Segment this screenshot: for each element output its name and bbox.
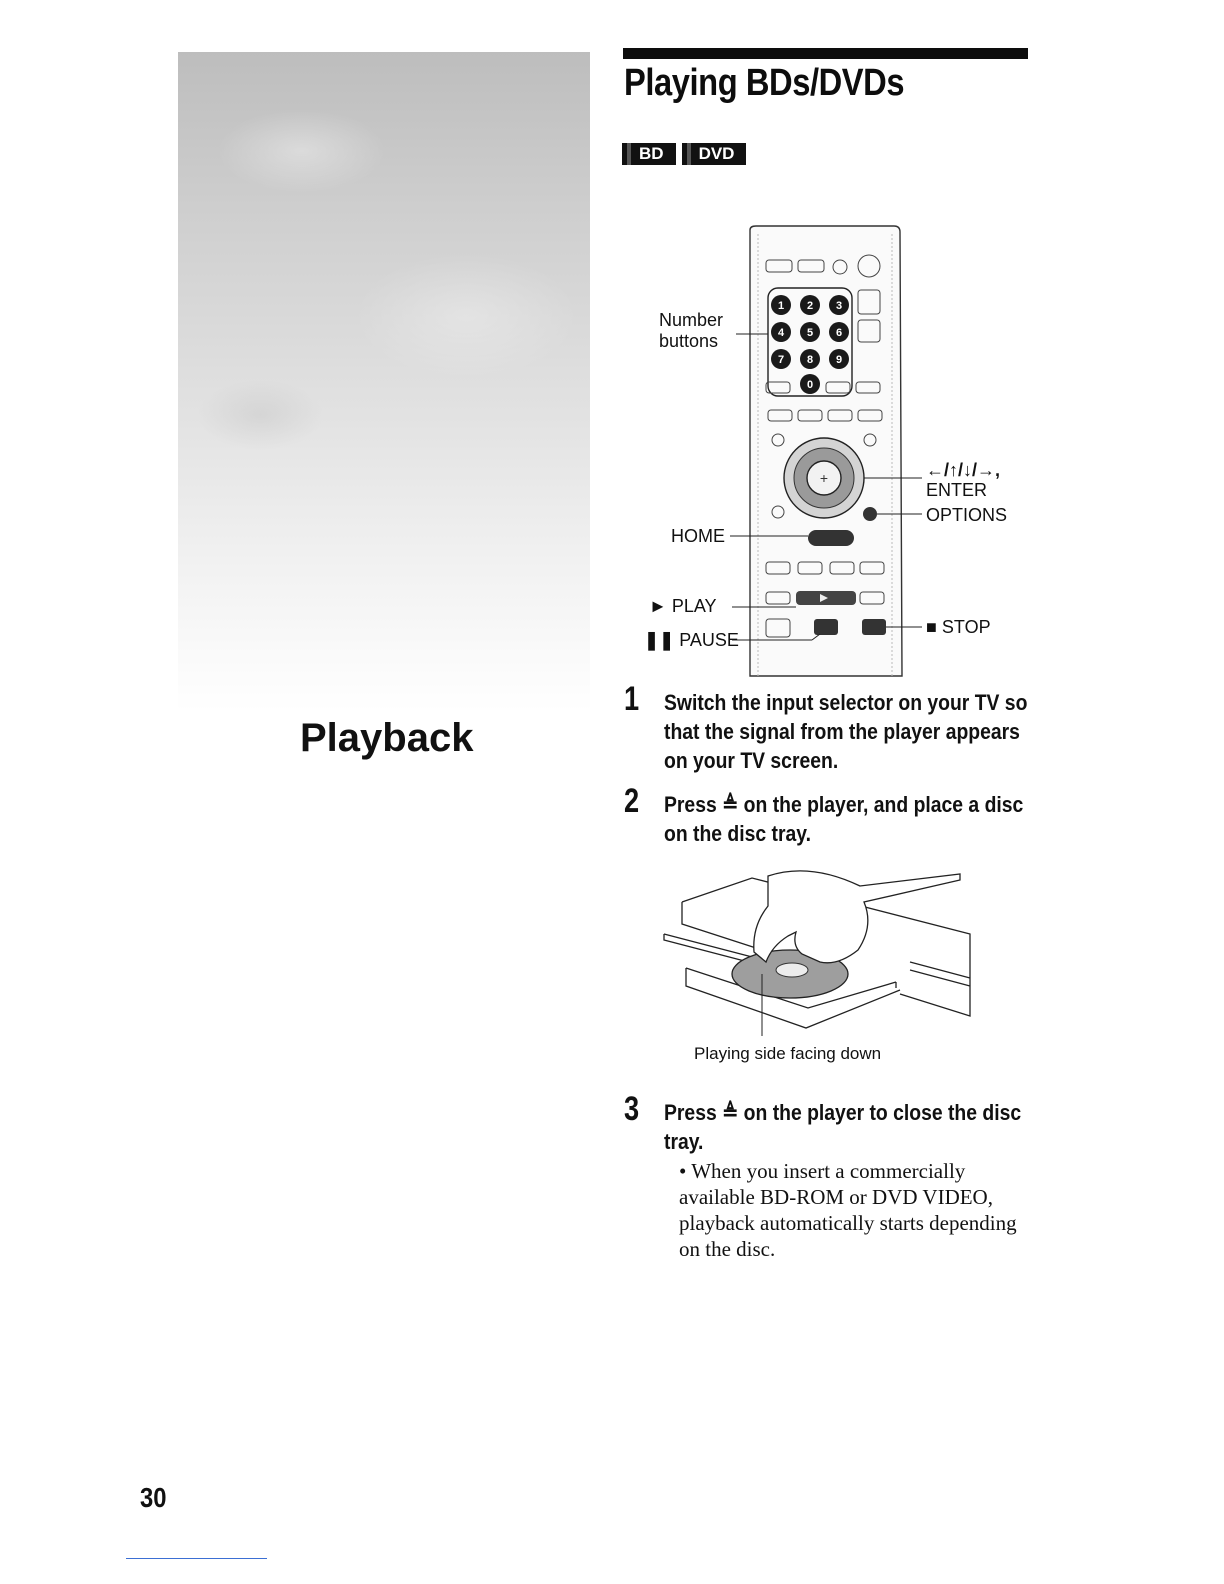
disc-type-badges: BD DVD [622, 143, 747, 165]
disc-tray-illustration [660, 866, 990, 1042]
label-home: HOME [671, 526, 725, 546]
step-text: Press ≜ on the player to close the disc … [664, 1100, 1022, 1154]
label-number-buttons: Number buttons [659, 310, 723, 352]
section-tab-panel [178, 52, 590, 712]
step-text: Press ≜ on the player, and place a disc … [664, 792, 1024, 846]
label-number: Number [659, 310, 724, 330]
badge-bd: BD [622, 143, 676, 165]
step-number: 1 [624, 680, 640, 718]
step-number: 3 [624, 1090, 640, 1128]
heading-rule [623, 48, 1028, 59]
label-arrows: ←/↑/↓/→, [926, 460, 1001, 480]
svg-text:+: + [820, 470, 828, 486]
page-title: Playing BDs/DVDs [624, 62, 905, 104]
remote-drawing: 1 2 3 4 5 6 7 8 9 0 + [730, 225, 922, 677]
badge-dvd: DVD [681, 143, 747, 165]
play-icon: ► [649, 596, 667, 616]
step-2: 2 Press ≜ on the player, and place a dis… [624, 782, 1034, 848]
step-text: Switch the input selector on your TV so … [664, 690, 1028, 773]
key-4: 4 [778, 327, 785, 339]
label-stop-text: STOP [941, 617, 991, 637]
step-3-note: • When you insert a commercially availab… [679, 1158, 1039, 1262]
label-pause-text: PAUSE [679, 630, 739, 650]
label-play: ► PLAY [649, 596, 717, 617]
bullet: • [679, 1159, 687, 1183]
label-pause: ❚❚ PAUSE [644, 630, 739, 651]
section-title: Playback [300, 716, 474, 760]
key-0: 0 [807, 379, 813, 391]
key-7: 7 [778, 354, 784, 366]
step-number: 2 [624, 782, 640, 820]
step-3: 3 Press ≜ on the player to close the dis… [624, 1090, 1034, 1156]
step-1: 1 Switch the input selector on your TV s… [624, 680, 1034, 775]
label-play-text: PLAY [671, 596, 717, 616]
footer-rule [126, 1558, 267, 1559]
key-5: 5 [807, 327, 813, 339]
note-line: • When you insert a commercially availab… [679, 1158, 1039, 1262]
label-buttons: buttons [659, 331, 719, 351]
remote-illustration: 1 2 3 4 5 6 7 8 9 0 + [640, 224, 1040, 680]
key-6: 6 [836, 327, 842, 339]
stop-icon: ■ [926, 617, 937, 637]
key-9: 9 [836, 354, 842, 366]
key-3: 3 [836, 300, 842, 312]
note-text: When you insert a commercially available… [679, 1159, 1017, 1261]
pause-icon: ❚❚ [644, 630, 675, 650]
label-stop: ■ STOP [926, 617, 991, 638]
key-2: 2 [807, 300, 813, 312]
disc-tray-drawing [663, 870, 971, 1042]
label-options: OPTIONS [926, 505, 1008, 525]
key-8: 8 [807, 354, 813, 366]
label-enter: ENTER [926, 480, 988, 500]
disc-caption: Playing side facing down [694, 1044, 882, 1063]
page-number: 30 [140, 1482, 167, 1513]
key-1: 1 [778, 300, 784, 312]
